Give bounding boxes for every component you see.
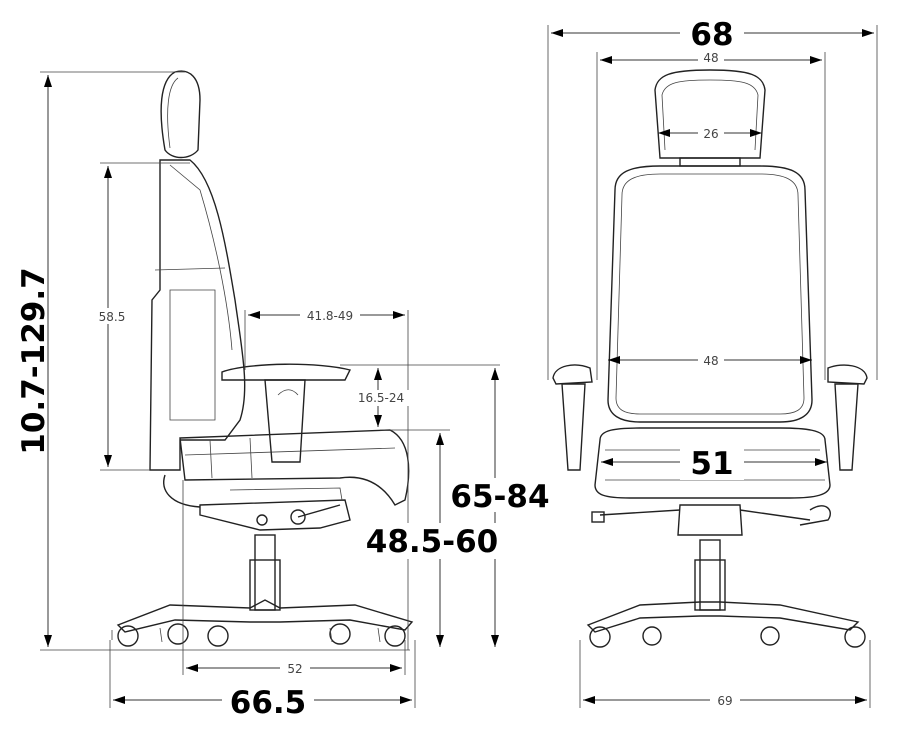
seat-depth-label: 52 xyxy=(287,662,302,676)
armrest-height-above-seat-label: 16.5-24 xyxy=(358,391,404,405)
seat-height-label: 48.5-60 xyxy=(366,524,499,560)
front-gas-column xyxy=(699,539,721,611)
outer-backrest-width-label: 48 xyxy=(703,51,718,65)
side-backrest xyxy=(149,159,246,471)
side-gas-column xyxy=(254,534,276,611)
front-base xyxy=(586,601,860,633)
seat-width-label: 51 xyxy=(690,446,733,482)
side-mechanism xyxy=(199,499,351,531)
front-casters xyxy=(589,626,866,648)
backrest-height-label: 58.5 xyxy=(99,310,126,324)
headrest-width-label: 26 xyxy=(703,127,718,141)
side-base xyxy=(116,599,414,633)
side-headrest xyxy=(160,70,201,159)
front-armrests xyxy=(552,364,868,471)
side-seat xyxy=(179,429,410,506)
overall-height-label: 10.7-129.7 xyxy=(16,267,52,454)
overall-width-label: 68 xyxy=(690,17,733,53)
side-view-chair xyxy=(111,70,414,647)
backrest-width-label: 48 xyxy=(703,354,718,368)
front-seat xyxy=(594,427,831,499)
front-backrest xyxy=(607,165,813,423)
armrest-depth-label: 41.8-49 xyxy=(307,309,353,323)
front-view-chair xyxy=(552,69,868,648)
front-headrest xyxy=(654,69,766,159)
base-width-label: 69 xyxy=(717,694,732,708)
front-dimensions: 68 48 26 48 51 69 xyxy=(547,14,878,708)
side-armrest xyxy=(221,363,352,381)
side-dimensions: 10.7-129.7 58.5 41.8-49 16.5-24 65-84 48… xyxy=(16,71,558,721)
base-depth-label: 66.5 xyxy=(230,685,307,721)
side-casters xyxy=(111,623,406,647)
armrest-height-from-floor-label: 65-84 xyxy=(450,479,549,515)
